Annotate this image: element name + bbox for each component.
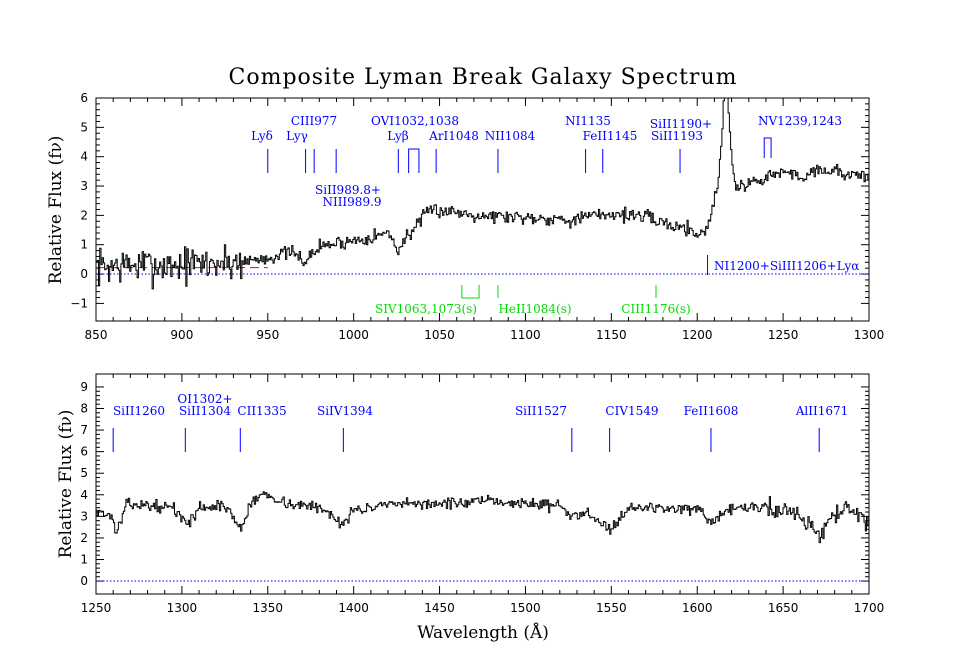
x-tick-label: 1150	[596, 328, 627, 342]
x-axis-label: Wavelength (Å)	[417, 622, 549, 643]
x-tick-label: 1350	[253, 601, 284, 615]
x-tick-label: 850	[85, 328, 108, 342]
top-axis-ticklabels: 850 900 950 1000 1050 1100 1150 1200 1250 1300 −1 0…	[70, 91, 884, 342]
y-tick-label: 5	[80, 120, 88, 134]
y-tick-label: 7	[80, 423, 88, 437]
y-tick-label: 9	[80, 380, 88, 394]
bottom-axis-ticks	[95, 374, 870, 594]
x-tick-label: 1550	[596, 601, 627, 615]
bottom-y-axis-label: Relative Flux (fν)	[56, 410, 76, 559]
x-tick-label: 1650	[768, 601, 799, 615]
label-lyalpha: NI1200+SiIII1206+Lyα	[714, 259, 859, 273]
label-ni1135: NI1135	[565, 114, 611, 128]
label-ovi1032: OVI1032,1038	[371, 114, 459, 128]
label-ly-delta: Lyδ	[251, 129, 273, 143]
x-tick-label: 1200	[682, 328, 713, 342]
y-tick-label: 0	[80, 267, 88, 281]
y-tick-label: 2	[80, 208, 88, 222]
y-tick-label: 5	[80, 466, 88, 480]
x-tick-label: 1250	[768, 328, 799, 342]
top-axis-ticks	[95, 97, 870, 321]
label-siii1527: SiII1527	[515, 404, 567, 418]
label-heii1084: HeII1084(s)	[498, 302, 571, 316]
label-ciii977: CIII977	[291, 114, 337, 128]
label-siii1190: SiII1190+	[650, 117, 712, 131]
top-spectrum-line	[96, 97, 869, 290]
y-tick-label: 8	[80, 402, 88, 416]
x-tick-label: 1500	[510, 601, 541, 615]
x-tick-label: 1400	[338, 601, 369, 615]
y-tick-label: 4	[80, 488, 88, 502]
line-marker-doublet	[461, 285, 480, 299]
label-siii1304: SiII1304	[179, 404, 231, 418]
top-line-markers	[267, 137, 772, 299]
chart-title: Composite Lyman Break Galaxy Spectrum	[229, 65, 738, 90]
y-tick-label: 6	[80, 91, 88, 105]
y-tick-label: 3	[80, 179, 88, 193]
x-tick-label: 1450	[424, 601, 455, 615]
label-ly-gamma: Lyγ	[286, 129, 308, 143]
x-tick-label: 1300	[167, 601, 198, 615]
y-tick-label: 0	[80, 574, 88, 588]
y-tick-label: 2	[80, 531, 88, 545]
x-tick-label: 1700	[854, 601, 885, 615]
label-siii989: SiII989.8+	[315, 183, 381, 197]
top-y-axis-label: Relative Flux (fν)	[46, 136, 66, 285]
x-tick-label: 1050	[424, 328, 455, 342]
y-tick-label: 4	[80, 150, 88, 164]
top-panel: 850 900 950 1000 1050 1100 1150 1200 1250 1300 −1 0…	[46, 91, 884, 342]
y-tick-label: 1	[80, 552, 88, 566]
bottom-plot-frame	[95, 373, 870, 595]
label-nv1239: NV1239,1243	[758, 114, 842, 128]
x-tick-label: 950	[256, 328, 279, 342]
y-tick-label: 3	[80, 509, 88, 523]
x-tick-label: 1250	[81, 601, 112, 615]
line-marker-doublet	[763, 137, 772, 158]
x-tick-label: 1100	[510, 328, 541, 342]
top-plot-frame	[95, 97, 870, 322]
label-ciii1176: CIII1176(s)	[621, 302, 690, 316]
y-tick-label: 6	[80, 445, 88, 459]
label-siv1063: SIV1063,1073(s)	[375, 302, 477, 316]
label-nii1084: NII1084	[485, 129, 536, 143]
label-siiv1394: SiIV1394	[317, 404, 373, 418]
label-ari1048: ArI1048	[428, 129, 479, 143]
bottom-line-markers	[112, 428, 820, 452]
bottom-spectrum-line	[96, 491, 869, 544]
x-tick-label: 1600	[682, 601, 713, 615]
label-feii1145: FeII1145	[583, 129, 638, 143]
label-siii1260: SiII1260	[113, 404, 165, 418]
label-oi1302: OI1302+	[177, 392, 232, 406]
label-civ1549: CIV1549	[605, 404, 658, 418]
y-tick-label: 1	[80, 238, 88, 252]
label-feii1608: FeII1608	[684, 404, 739, 418]
x-tick-label: 1000	[338, 328, 369, 342]
y-tick-label: −1	[70, 296, 88, 310]
label-cii1335: CII1335	[237, 404, 286, 418]
label-niii989: NIII989.9	[322, 195, 381, 209]
label-ly-beta: Lyβ	[387, 129, 409, 143]
line-marker-doublet	[408, 148, 420, 173]
label-alii1671: AlII1671	[795, 404, 849, 418]
x-tick-label: 900	[170, 328, 193, 342]
x-tick-label: 1300	[854, 328, 885, 342]
label-siii1193: SiII1193	[651, 129, 703, 143]
